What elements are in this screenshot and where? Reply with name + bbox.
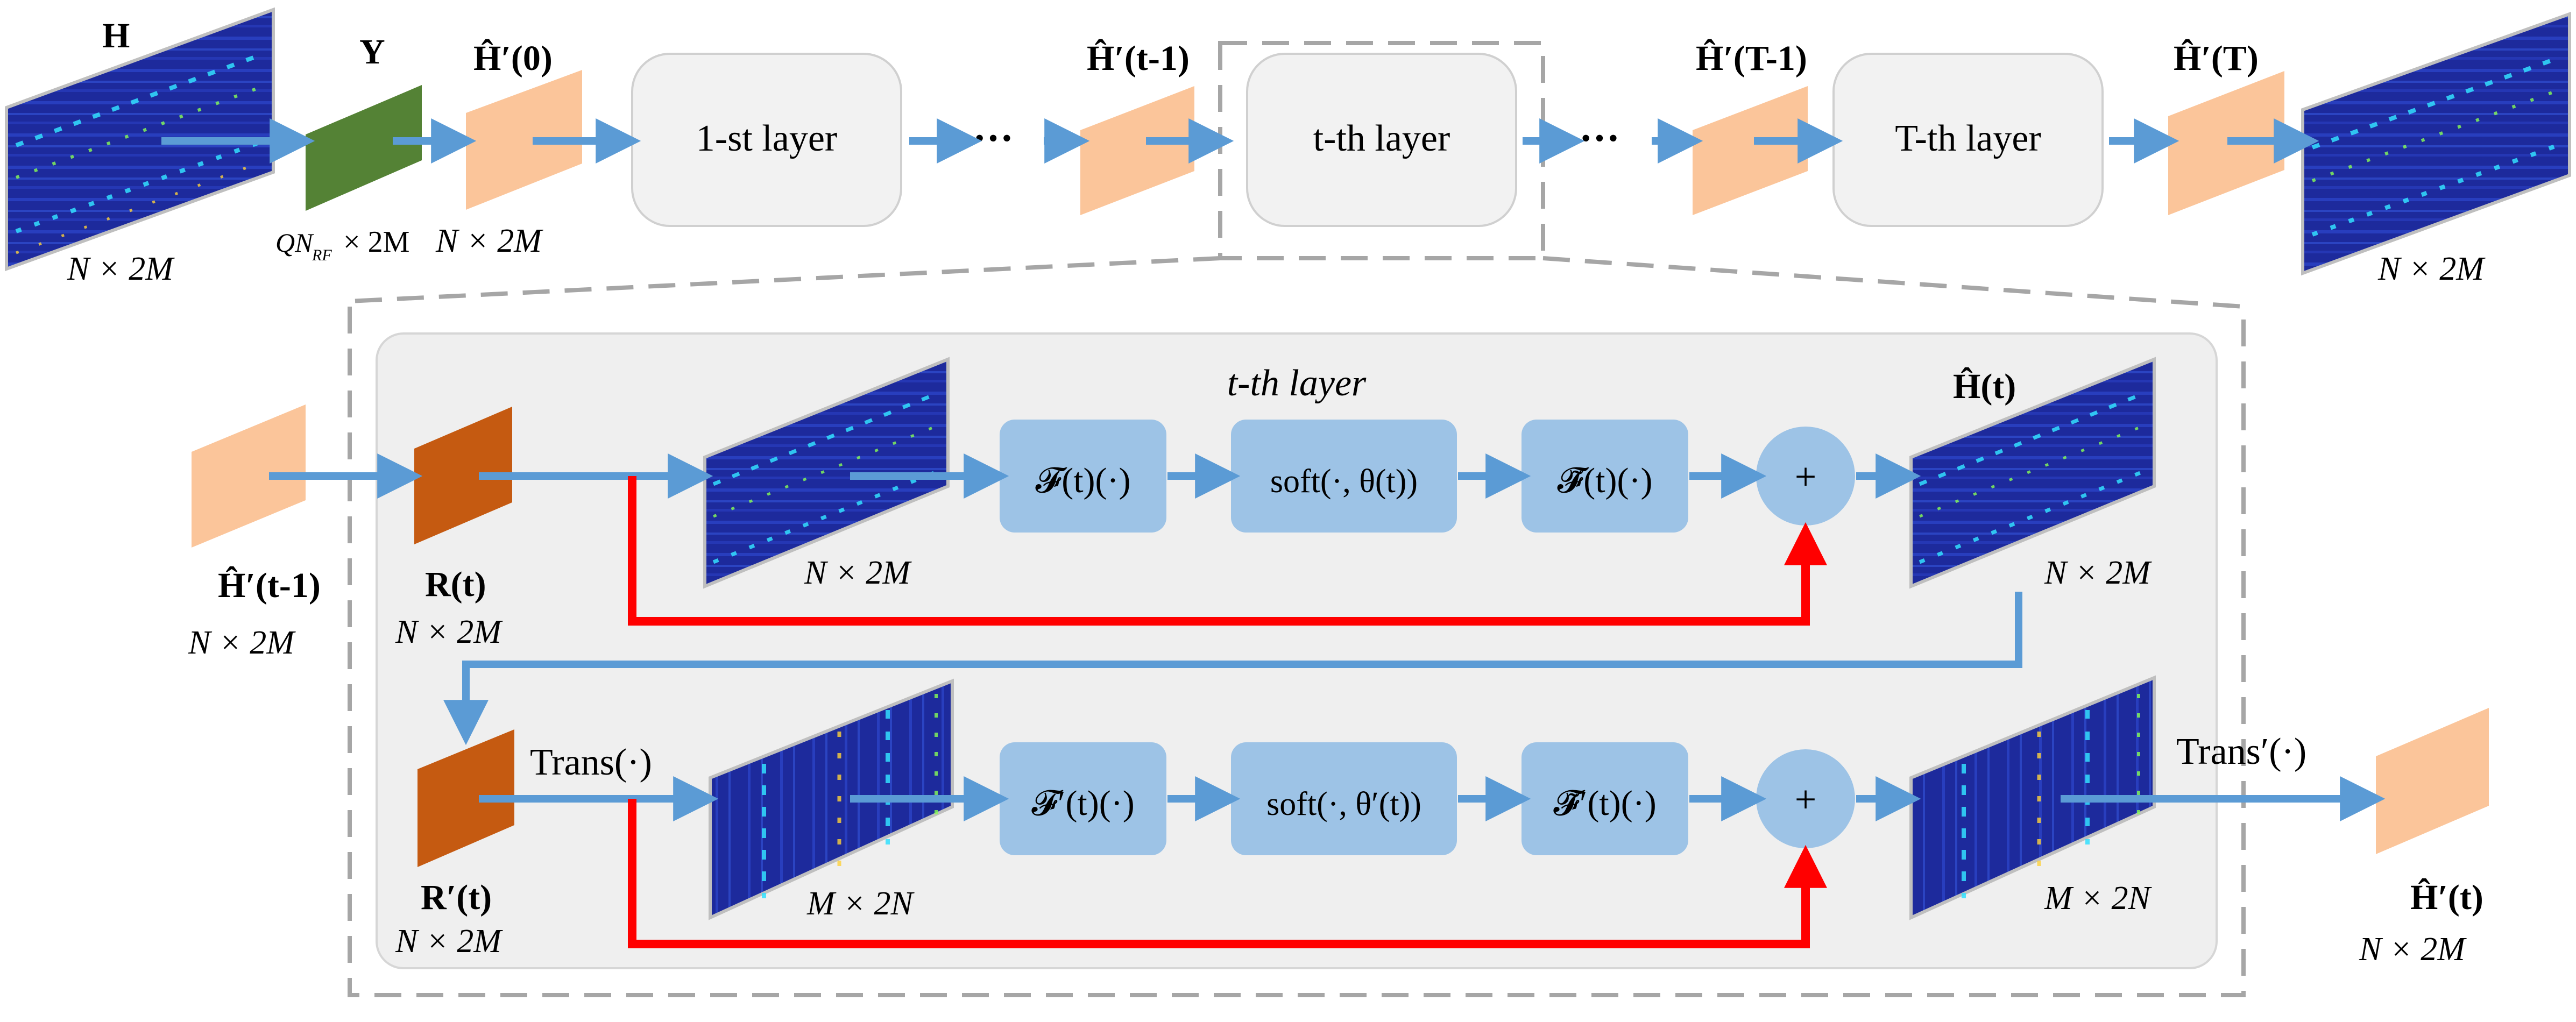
layer-t-label: t-th layer <box>1313 118 1450 159</box>
heatmap-1 <box>703 357 950 589</box>
detail-title: t-th layer <box>1227 363 1367 404</box>
ht1-block <box>1080 86 1194 215</box>
skip-arrow-1 <box>628 476 1827 626</box>
y-dim: QN RF × 2M <box>275 225 409 264</box>
h0-label: Ĥ′(0) <box>473 39 553 78</box>
trans-label: Trans(·) <box>530 742 652 783</box>
soft-op-label: soft(·, θ(t)) <box>1270 463 1418 500</box>
heatmap-out <box>2301 11 2571 276</box>
h0-block <box>466 70 582 210</box>
finv-op-box <box>1521 420 1688 533</box>
y-block <box>306 85 422 211</box>
heatmap-3 <box>709 678 954 920</box>
heatmap-h <box>5 7 275 272</box>
rp-block <box>417 729 514 867</box>
h-label: H <box>102 16 130 55</box>
rp-dim: N × 2M <box>395 923 503 960</box>
soft-op-box <box>1231 420 1457 533</box>
f-op-label: 𝓕(t)(·) <box>1036 461 1131 500</box>
row1-arrows <box>269 453 2022 746</box>
plus-1: + <box>1795 455 1817 498</box>
final-label: Ĥ′(t) <box>2410 878 2483 917</box>
heat3-dim: M × 2N <box>806 885 915 922</box>
svg-text:× 2M: × 2M <box>343 225 409 259</box>
plus-2: + <box>1795 778 1817 821</box>
layer-1-label: 1-st layer <box>696 118 837 159</box>
input-block <box>192 404 306 548</box>
finv-op-label: 𝓕̃(t)(·) <box>1558 461 1653 500</box>
out-dim: N × 2M <box>2377 251 2486 287</box>
plus-circle-2 <box>1756 749 1855 848</box>
f-op-box <box>1000 420 1166 533</box>
softp-op-box <box>1231 742 1457 855</box>
layer-t-box <box>1246 53 1517 227</box>
hout-label: Ĥ(t) <box>1953 367 2016 406</box>
fp-op-box <box>1000 742 1166 855</box>
hT-label: Ĥ′(T) <box>2174 39 2259 78</box>
heat4-dim: M × 2N <box>2044 880 2152 917</box>
r-block <box>414 407 512 544</box>
r-label: R(t) <box>425 565 486 604</box>
zoom-connector <box>348 256 2246 997</box>
heatmap-4 <box>1909 675 2156 920</box>
fp-op-label: 𝓕′(t)(·) <box>1031 784 1134 823</box>
h0-dim: N × 2M <box>435 223 543 259</box>
h-dim: N × 2M <box>67 251 175 287</box>
softp-op-label: soft(·, θ′(t)) <box>1266 786 1421 822</box>
skip-arrow-2 <box>628 799 1827 948</box>
input-label: Ĥ′(t-1) <box>218 566 321 605</box>
final-dim: N × 2M <box>2359 931 2467 968</box>
rp-label: R′(t) <box>421 878 492 917</box>
layer-T-label: T-th layer <box>1895 118 2041 159</box>
input-dim: N × 2M <box>188 624 296 661</box>
r-dim: N × 2M <box>395 614 503 650</box>
ellipsis-1: ··· <box>973 116 1014 161</box>
y-label: Y <box>359 32 385 72</box>
hout-dim: N × 2M <box>2044 555 2152 591</box>
plus-circle-1 <box>1756 427 1855 526</box>
heatmap-hout <box>1909 357 2156 589</box>
hT-block <box>2168 71 2284 215</box>
final-block <box>2376 708 2489 854</box>
ht1-label: Ĥ′(t-1) <box>1087 39 1190 78</box>
heat1-dim: N × 2M <box>804 555 912 591</box>
hT1-label: Ĥ′(T-1) <box>1696 39 1807 78</box>
svg-text:QN: QN <box>275 228 314 258</box>
ellipsis-2: ··· <box>1579 116 1620 161</box>
fpinv-op-box <box>1521 742 1688 855</box>
fpinv-op-label: 𝓕̃′(t)(·) <box>1553 784 1656 823</box>
hT1-block <box>1693 86 1808 215</box>
svg-text:RF: RF <box>312 246 332 264</box>
trans-inv-label: Trans′(·) <box>2176 731 2306 772</box>
